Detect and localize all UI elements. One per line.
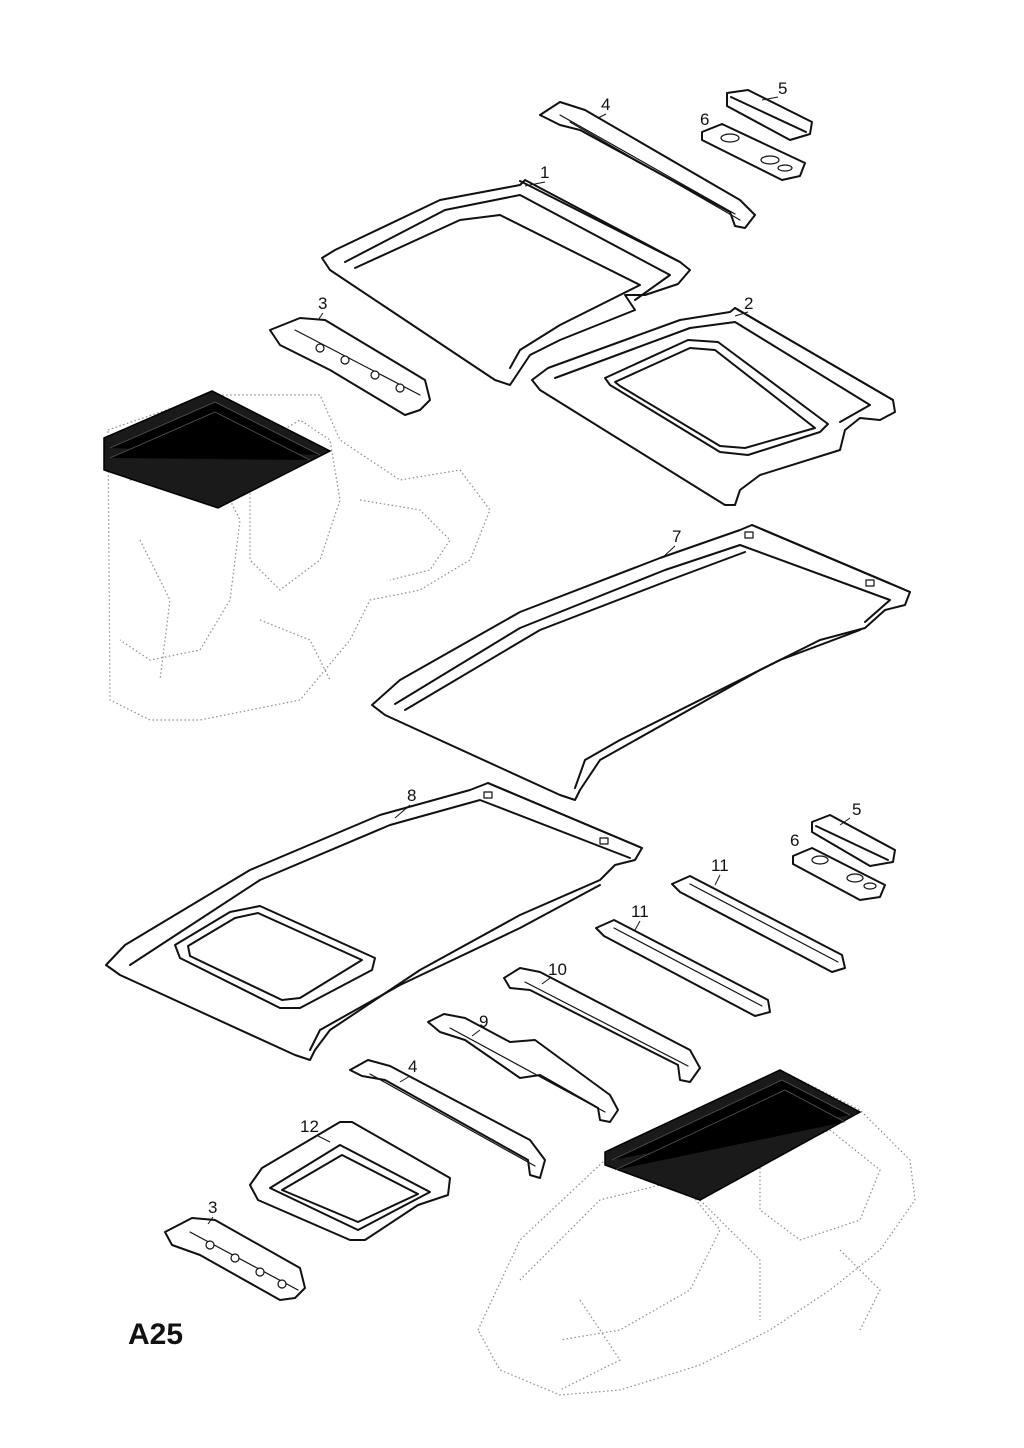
callout-7: 7	[672, 527, 681, 546]
page-code-label: A25	[128, 1318, 184, 1351]
part-11-roof-bow-lower	[595, 919, 771, 1017]
callout-3-bottom: 3	[208, 1198, 217, 1217]
callout-11-upper: 11	[711, 856, 729, 875]
callout-9: 9	[479, 1012, 488, 1031]
part-2-roof-panel-sunroof	[531, 307, 896, 506]
part-3-front-header-top	[269, 317, 431, 416]
part-5-rear-header-bottom	[811, 814, 896, 867]
callout-4-bottom: 4	[408, 1057, 417, 1076]
part-10-roof-bow	[503, 967, 701, 1083]
car-body-ghost-bottom	[477, 1074, 916, 1396]
roof-panel-highlight-top	[103, 390, 332, 509]
part-4-roof-bow-bottom	[349, 1059, 546, 1179]
part-12-sunroof-frame	[249, 1121, 451, 1241]
callout-8: 8	[407, 786, 416, 805]
callout-6-top: 6	[700, 110, 709, 129]
callout-10: 10	[548, 960, 567, 979]
part-5-rear-header-top	[726, 89, 813, 141]
callout-11-lower: 11	[631, 902, 649, 921]
callout-4-top: 4	[601, 95, 610, 114]
part-3-front-header-bottom	[164, 1217, 306, 1301]
car-body-ghost-top	[107, 394, 491, 721]
part-9-roof-bow-center	[427, 1013, 619, 1123]
part-1-roof-panel	[321, 179, 691, 386]
part-4-roof-bow-top	[539, 101, 756, 229]
callouts: 1 2 3 4 5 6 7 8 5 6 11 11 10 9 4 12 3	[207, 79, 861, 1225]
callout-5-top: 5	[778, 79, 787, 98]
part-7-roof-panel-long	[371, 524, 911, 801]
callout-12: 12	[300, 1117, 319, 1136]
callout-6-bottom: 6	[790, 831, 799, 850]
callout-2: 2	[744, 294, 753, 313]
callout-3-top: 3	[318, 294, 327, 313]
callout-5-bottom: 5	[852, 800, 861, 819]
callout-1: 1	[540, 163, 549, 182]
part-6-reinforcement-bottom	[792, 847, 886, 901]
part-8-roof-panel-sunroof-long	[105, 782, 643, 1061]
part-6-reinforcement-top	[701, 123, 806, 181]
roof-panel-highlight-bottom	[604, 1069, 862, 1201]
part-11-roof-bow-upper	[671, 875, 846, 973]
